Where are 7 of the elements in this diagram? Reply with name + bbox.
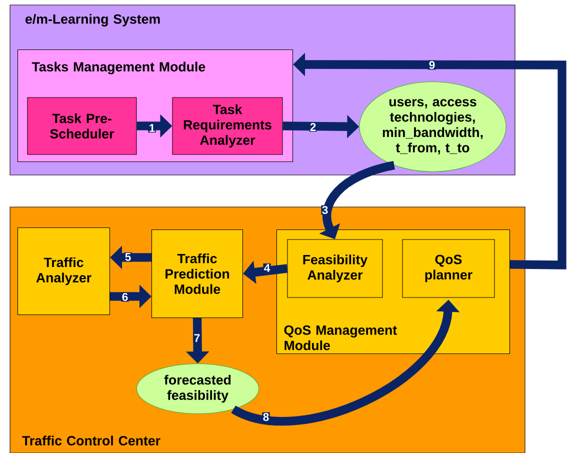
process-box: QoS planner (402, 239, 495, 298)
process-box: Traffic Prediction Module (151, 229, 243, 318)
process-box: Task Requirements Analyzer (172, 97, 283, 155)
process-box: Feasibility Analyzer (287, 239, 383, 298)
edge-label: 3 (321, 205, 329, 215)
process-box: Task Pre-Scheduler (27, 97, 137, 155)
process-box: Traffic Analyzer (17, 227, 110, 315)
